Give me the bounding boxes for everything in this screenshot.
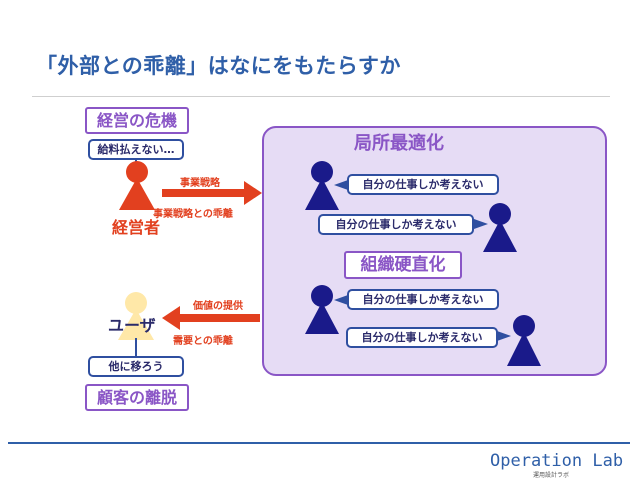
worker-speech-bubble: 自分の仕事しか考えない <box>346 327 498 348</box>
manager-label: 経営者 <box>112 218 161 237</box>
value-arrow-label: 価値の提供 <box>193 301 243 312</box>
bubble-tail <box>334 180 348 190</box>
local-optimization-label: 局所最適化 <box>354 133 444 154</box>
strategy-arrow-label: 事業戦略 <box>180 178 220 189</box>
worker-speech-bubble: 自分の仕事しか考えない <box>347 174 499 195</box>
value-arrow <box>162 306 260 330</box>
title-divider <box>32 96 610 97</box>
strategy-gap-label: 事業戦略との乖離 <box>153 209 233 220</box>
footer-divider <box>8 442 630 444</box>
worker-speech-bubble: 自分の仕事しか考えない <box>318 214 474 235</box>
demand-gap-label: 需要との乖離 <box>173 336 233 347</box>
user-speech-bubble: 他に移ろう <box>88 356 184 377</box>
slide-title: 「外部との乖離」はなにをもたらすか <box>36 54 401 78</box>
footer-subtitle: 運用設計ラボ <box>533 472 570 479</box>
management-crisis-label: 経営の危機 <box>85 107 189 134</box>
bubble-tail <box>334 295 348 305</box>
worker-icon <box>483 203 517 252</box>
user-label: ユーザ <box>108 316 156 335</box>
worker-speech-bubble: 自分の仕事しか考えない <box>347 289 499 310</box>
footer-brand: Operation Lab <box>490 451 624 471</box>
bubble-tail <box>474 219 488 229</box>
worker-icon <box>305 161 339 210</box>
user-figure-icon <box>118 292 154 340</box>
strategy-arrow <box>162 181 262 205</box>
organizational-rigidity-label: 組織硬直化 <box>344 251 462 279</box>
customer-churn-label: 顧客の離脱 <box>85 384 189 411</box>
worker-icon <box>507 315 541 366</box>
manager-speech-bubble: 給料払えない… <box>88 139 184 160</box>
worker-icon <box>305 285 339 334</box>
bubble-tail <box>497 331 511 341</box>
manager-figure-icon <box>119 161 155 210</box>
